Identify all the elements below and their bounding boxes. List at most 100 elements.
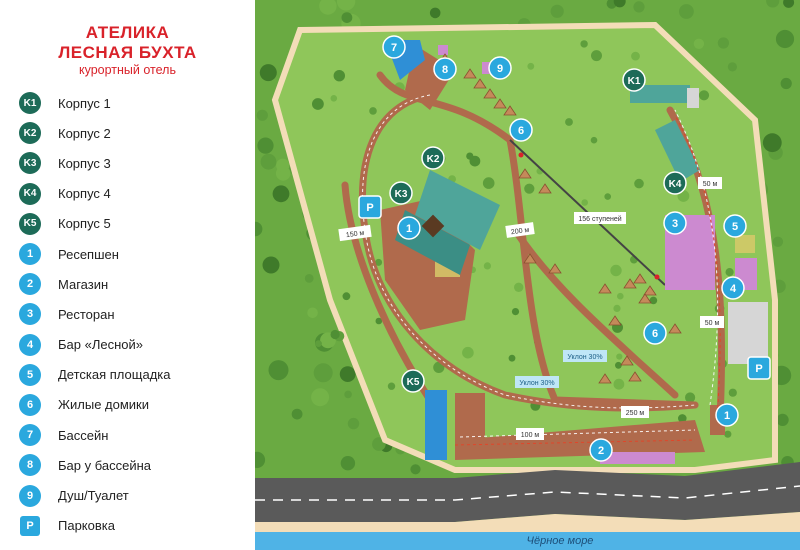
tree — [649, 296, 658, 305]
tree — [344, 390, 352, 399]
legend-item-6: 6 Жилые домики — [19, 390, 170, 420]
marker-label: 5 — [732, 221, 738, 233]
tree — [262, 256, 280, 274]
marker-label: 3 — [672, 218, 678, 230]
marker-badge — [401, 369, 425, 393]
tree — [591, 50, 602, 62]
tree — [483, 262, 491, 270]
legend-badge-5: 5 — [19, 363, 41, 386]
distance-150m: 150 м — [346, 230, 365, 240]
marker-label: 2 — [598, 445, 604, 457]
legend-label: Душ/Туалет — [58, 488, 129, 504]
tree — [766, 0, 780, 8]
label-bg — [574, 212, 626, 224]
legend-label: Детская площадка — [58, 367, 171, 383]
tree — [342, 292, 351, 301]
marker-label: K1 — [628, 76, 641, 87]
beach — [255, 512, 800, 535]
stairs-label: 156 ступеней — [578, 215, 621, 223]
legend-badge-9: 9 — [19, 484, 41, 507]
tree — [375, 258, 383, 266]
tree — [311, 388, 330, 407]
label-bg — [563, 350, 607, 362]
marker-badge — [433, 57, 457, 81]
marker-label: 9 — [497, 63, 503, 75]
cabin-icon — [598, 373, 612, 384]
stairs-top-marker — [518, 152, 524, 158]
legend-badge-7: 7 — [19, 424, 41, 447]
playground-area — [735, 235, 755, 253]
tree — [634, 178, 644, 189]
tree — [291, 408, 303, 420]
tree — [347, 417, 360, 430]
tree — [524, 183, 535, 194]
marker-badge — [509, 118, 533, 142]
tree — [693, 38, 705, 49]
k5-terrace — [455, 393, 485, 443]
tree — [783, 0, 795, 8]
tree — [610, 264, 622, 277]
marker-3: 3 — [663, 211, 687, 235]
marker-badge — [643, 321, 667, 345]
tree — [775, 29, 795, 49]
building-k4 — [655, 120, 700, 182]
legend-badge-6: 6 — [19, 393, 41, 416]
marker-k5: K5 — [401, 369, 425, 393]
tree — [387, 382, 396, 390]
marker-8: 8 — [433, 57, 457, 81]
stairs-bottom-marker — [654, 274, 660, 280]
legend-label: Корпус 2 — [58, 125, 111, 141]
distance-250m: 250 м — [626, 410, 645, 417]
legend-badge-3: 3 — [19, 303, 41, 326]
marker-badge — [747, 356, 771, 380]
marker-badge — [715, 403, 739, 427]
tree — [333, 70, 345, 82]
marker-label: P — [755, 363, 762, 375]
tree — [272, 185, 290, 203]
cabin-icon — [623, 278, 637, 289]
building-k1 — [630, 85, 690, 103]
legend-badge-k5: K5 — [19, 212, 41, 235]
marker-1: 1 — [715, 403, 739, 427]
marker-badge — [389, 181, 413, 205]
coastal-road — [255, 462, 800, 522]
tree — [312, 98, 324, 110]
tree — [527, 62, 535, 70]
tree — [633, 1, 645, 13]
tree — [410, 464, 421, 475]
distance-50m-north: 50 м — [703, 181, 718, 188]
tree — [762, 133, 782, 153]
marker-label: K3 — [395, 189, 408, 200]
tree — [727, 62, 737, 72]
tree — [255, 451, 266, 468]
legend-label: Жилые домики — [58, 397, 149, 413]
marker-label: 8 — [442, 64, 448, 76]
tree — [514, 282, 524, 292]
legend-label: Корпус 3 — [58, 155, 111, 171]
tree — [319, 0, 337, 15]
tree — [780, 77, 792, 90]
tree — [772, 236, 784, 247]
tree — [590, 136, 598, 144]
cabin-icon — [633, 273, 647, 284]
marker-k3: K3 — [389, 181, 413, 205]
tree — [678, 414, 687, 423]
marker-label: K4 — [669, 179, 682, 190]
label-bg — [338, 224, 372, 242]
legend-badge-1: 1 — [19, 243, 41, 266]
legend-badge-8: 8 — [19, 454, 41, 477]
legend-badge-2: 2 — [19, 273, 41, 296]
legend-label: Бар «Лесной» — [58, 337, 143, 353]
tree — [724, 430, 732, 438]
legend-badge-k1: K1 — [19, 92, 41, 115]
marker-badge — [397, 216, 421, 240]
cabin-icon — [598, 283, 612, 294]
marker-label: 7 — [391, 42, 397, 54]
tree — [550, 4, 564, 18]
marker-badge — [723, 214, 747, 238]
